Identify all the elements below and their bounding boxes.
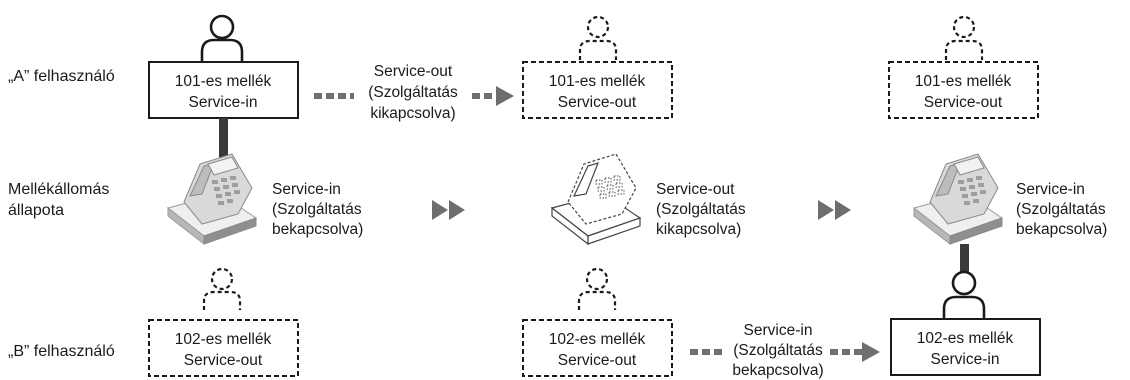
- phone1-state-line3: bekapcsolva): [272, 221, 363, 238]
- row-label-user-b: „B” felhasználó: [8, 343, 115, 360]
- extension-101-box-service-out: [888, 61, 1039, 119]
- box-b1-line1: 102-es mellék: [175, 331, 272, 348]
- box-a3-line1: 101-es mellék: [915, 73, 1012, 90]
- box-a1-line1: 101-es mellék: [175, 73, 272, 90]
- transition-b-line1: Service-in: [744, 322, 813, 339]
- extension-102-box-service-out: [148, 319, 299, 377]
- phone-in-icon: [167, 153, 257, 245]
- box-b3-line2: Service-in: [931, 351, 1000, 368]
- transition-a-line1: Service-out: [374, 63, 453, 80]
- arrow-right-icon: [496, 86, 514, 106]
- connector-phone3-b: [960, 244, 969, 272]
- box-b2-line1: 102-es mellék: [549, 331, 646, 348]
- double-arrow-icon: [818, 200, 834, 220]
- user-a-icon-solid: [200, 14, 244, 62]
- phone1-state-line2: (Szolgáltatás: [272, 201, 362, 218]
- user-b-icon-dashed: [577, 267, 617, 310]
- extension-101-box-service-out: [522, 61, 673, 119]
- phone2-state-line1: Service-out: [656, 181, 735, 198]
- box-b2-line2: Service-out: [558, 352, 637, 369]
- phone1-state-line1: Service-in: [272, 181, 341, 198]
- user-a-icon-dashed: [944, 15, 984, 60]
- row-label-extension-state-line1: Mellékállomás: [8, 181, 109, 198]
- box-a2-line2: Service-out: [558, 94, 637, 111]
- double-arrow-icon: [449, 200, 465, 220]
- transition-b-line3: bekapcsolva): [732, 362, 823, 379]
- box-b3-line1: 102-es mellék: [917, 330, 1014, 347]
- box-b1-line2: Service-out: [184, 352, 263, 369]
- user-a-icon-dashed: [578, 15, 618, 60]
- user-b-icon-dashed: [202, 267, 242, 310]
- double-arrow-icon: [835, 200, 851, 220]
- row-label-extension-state-line2: állapota: [8, 202, 64, 219]
- phone-out-icon: [551, 153, 641, 245]
- transition-a-line3: kikapcsolva): [370, 105, 455, 122]
- extension-101-box-service-in: [148, 61, 299, 119]
- transition-b-line2: (Szolgáltatás: [733, 342, 823, 359]
- phone2-state-line3: kikapcsolva): [656, 221, 741, 238]
- phone2-state-line2: (Szolgáltatás: [656, 201, 746, 218]
- transition-a-line2: (Szolgáltatás: [368, 84, 458, 101]
- box-a3-line2: Service-out: [924, 94, 1003, 111]
- phone3-state-line3: bekapcsolva): [1016, 221, 1107, 238]
- double-arrow-icon: [432, 200, 448, 220]
- row-label-user-a: „A” felhasználó: [8, 68, 115, 85]
- phone-in-icon: [913, 153, 1003, 245]
- phone3-state-line1: Service-in: [1016, 181, 1085, 198]
- connector-a-phone1: [219, 118, 228, 166]
- phone3-state-line2: (Szolgáltatás: [1016, 201, 1106, 218]
- user-b-icon-solid: [942, 270, 986, 319]
- arrow-right-icon: [862, 342, 880, 362]
- box-a2-line1: 101-es mellék: [549, 73, 646, 90]
- box-a1-line2: Service-in: [189, 94, 258, 111]
- extension-102-box-service-in: [890, 318, 1041, 376]
- extension-102-box-service-out: [522, 319, 673, 377]
